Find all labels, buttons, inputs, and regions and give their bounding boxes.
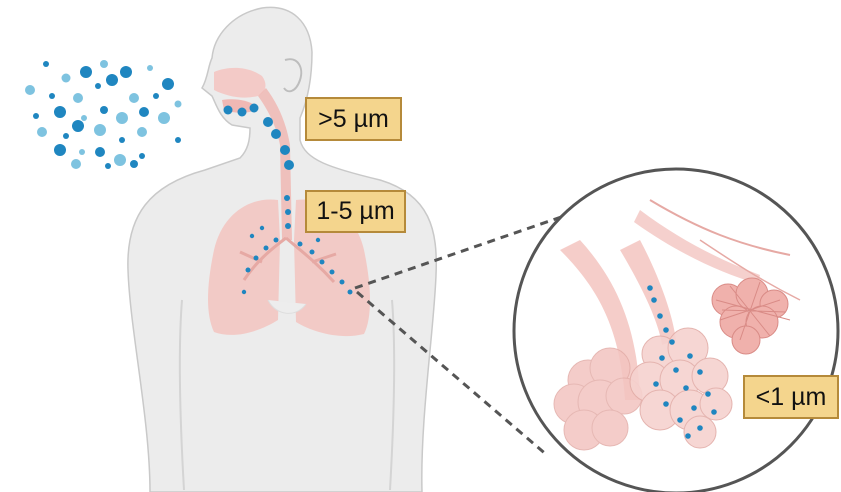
label-alveoli: <1 µm (743, 375, 839, 419)
magnifier-circle-icon (514, 169, 838, 492)
label-bronchi: 1-5 µm (305, 190, 406, 233)
label-upper-airway: >5 µm (305, 97, 402, 141)
aerosol-cloud-icon (25, 60, 182, 169)
human-torso-icon (128, 7, 436, 492)
